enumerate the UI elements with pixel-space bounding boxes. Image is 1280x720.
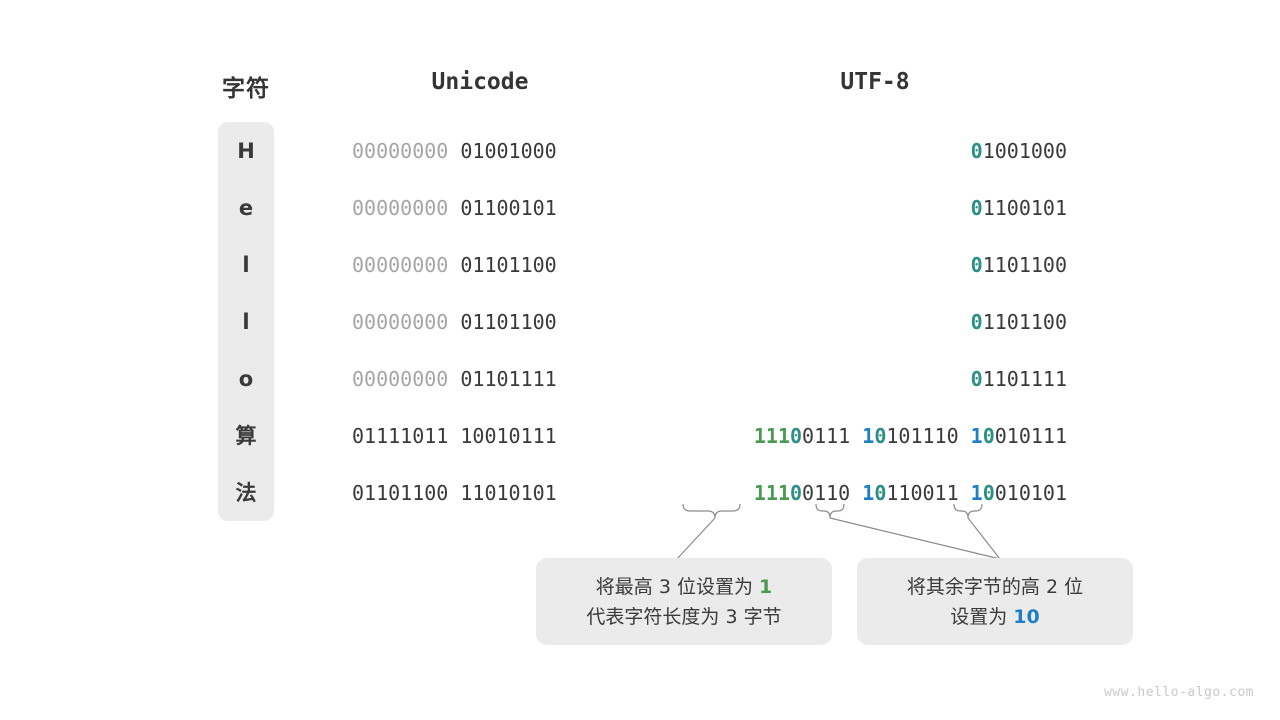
utf8-length-terminator-bit: 0	[790, 481, 803, 505]
callout-right-line2-part-a: 设置为	[950, 605, 1014, 628]
unicode-low-byte: 01101100	[460, 253, 557, 277]
utf8-cell: 01101100	[971, 253, 1067, 277]
callout-leading-bits: 将最高 3 位设置为 1 代表字符长度为 3 字节	[536, 558, 832, 645]
callout-right-line2-highlight: 10	[1013, 605, 1040, 628]
character-cell: l	[242, 310, 250, 334]
utf8-cell: 01100101	[971, 196, 1067, 220]
unicode-cell: 00000000 01001000	[352, 139, 608, 163]
utf8-lead-bit: 0	[970, 253, 983, 277]
utf8-continuation-marker-bits-2: 1	[862, 481, 875, 505]
utf8-lead-bit: 0	[970, 196, 983, 220]
unicode-cell: 00000000 01101100	[352, 310, 608, 334]
utf8-payload-bits: 1101100	[982, 310, 1067, 334]
utf8-continuation-terminator-bit-2: 0	[874, 424, 887, 448]
callout-left-line1-part-b: 位设置为	[670, 575, 759, 598]
character-cell: 法	[235, 481, 257, 505]
utf8-lead-bit: 0	[970, 367, 983, 391]
character-cell: 算	[235, 424, 257, 448]
callout-right-line1: 将其余字节的高 2 位	[906, 575, 1084, 598]
utf8-length-terminator-bit: 0	[790, 424, 803, 448]
column-header-unicode: Unicode	[431, 69, 529, 95]
utf8-byte1-payload: 0111	[802, 424, 863, 448]
utf8-continuation-terminator-bit-2: 0	[874, 481, 887, 505]
callout-left-line2: 代表字符长度为 3 字节	[586, 605, 782, 628]
unicode-low-byte: 01001000	[460, 139, 557, 163]
utf8-byte2-payload: 110011	[886, 481, 971, 505]
callout-left-line1: 将最高 3 位设置为 1	[596, 572, 772, 602]
callout-left-line1-highlight: 1	[759, 575, 773, 598]
utf8-continuation-marker-bits-3: 1	[970, 424, 983, 448]
utf8-continuation-terminator-bit-3: 0	[982, 424, 995, 448]
callout-left-line1-number: 3	[658, 575, 671, 598]
utf8-length-marker-bits: 111	[753, 481, 790, 505]
unicode-cell: 01101100 11010101	[352, 481, 608, 505]
unicode-cell: 00000000 01101100	[352, 253, 608, 277]
utf8-payload-bits: 1101100	[982, 253, 1067, 277]
utf8-byte3-payload: 010101	[994, 481, 1067, 505]
character-cell: H	[237, 139, 255, 163]
utf8-lead-bit: 0	[970, 139, 983, 163]
unicode-cell: 00000000 01100101	[352, 196, 608, 220]
utf8-cell: 11100110 10110011 10010101	[754, 481, 1067, 505]
utf8-continuation-terminator-bit-3: 0	[982, 481, 995, 505]
unicode-high-byte: 00000000	[352, 310, 461, 334]
unicode-low-byte: 01101100	[460, 310, 557, 334]
utf8-continuation-marker-bits-2: 1	[862, 424, 875, 448]
unicode-cell: 00000000 01101111	[352, 367, 608, 391]
character-cell: e	[238, 196, 254, 220]
unicode-bytes: 01111011 10010111	[352, 424, 557, 448]
callout-right-line2: 设置为 10	[950, 602, 1040, 632]
watermark: www.hello-algo.com	[1104, 685, 1254, 700]
unicode-high-byte: 00000000	[352, 196, 461, 220]
utf8-byte1-payload: 0110	[802, 481, 863, 505]
unicode-cell: 01111011 10010111	[352, 424, 608, 448]
unicode-low-byte: 01100101	[460, 196, 557, 220]
callout-left-line1-part-a: 将最高	[595, 575, 659, 598]
character-cell: o	[238, 367, 254, 391]
utf8-byte2-payload: 101110	[886, 424, 971, 448]
callout-continuation-bits: 将其余字节的高 2 位 设置为 10	[857, 558, 1133, 645]
column-header-character: 字符	[222, 76, 270, 102]
unicode-low-byte: 01101111	[460, 367, 557, 391]
column-header-utf8: UTF-8	[840, 69, 910, 95]
utf8-payload-bits: 1101111	[982, 367, 1067, 391]
utf8-payload-bits: 1100101	[982, 196, 1067, 220]
character-cell: l	[242, 253, 250, 277]
unicode-high-byte: 00000000	[352, 139, 461, 163]
utf8-cell: 01001000	[971, 139, 1067, 163]
utf8-payload-bits: 1001000	[982, 139, 1067, 163]
utf8-cell: 01101100	[971, 310, 1067, 334]
utf8-length-marker-bits: 111	[753, 424, 790, 448]
character-column-panel	[218, 122, 274, 521]
utf8-byte3-payload: 010111	[994, 424, 1067, 448]
utf8-lead-bit: 0	[970, 310, 983, 334]
unicode-high-byte: 00000000	[352, 253, 461, 277]
unicode-bytes: 01101100 11010101	[352, 481, 557, 505]
utf8-continuation-marker-bits-3: 1	[970, 481, 983, 505]
unicode-high-byte: 00000000	[352, 367, 461, 391]
utf8-cell: 11100111 10101110 10010111	[754, 424, 1067, 448]
utf8-cell: 01101111	[971, 367, 1067, 391]
